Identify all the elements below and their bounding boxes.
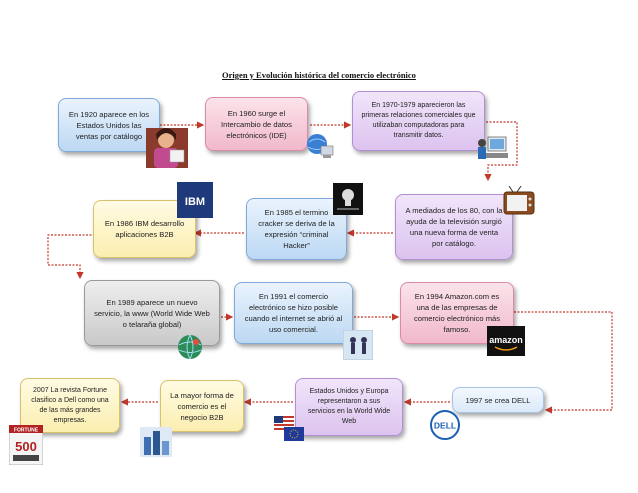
diagram-title: Origen y Evolución histórica del comerci… xyxy=(222,70,416,80)
us-eu-flags-icon xyxy=(274,416,304,441)
arrow-1994-1997 xyxy=(514,311,613,414)
svg-text:amazon: amazon xyxy=(489,335,523,345)
dell-logo-icon: DELL xyxy=(430,410,460,440)
box-1960: En 1960 surge el Intercambio de datos el… xyxy=(205,97,308,151)
television-icon xyxy=(503,186,535,215)
box-1997: 1997 se crea DELL xyxy=(452,387,544,413)
box-b2b: La mayor forma de comercio es el negocio… xyxy=(160,380,244,432)
box-1970: En 1970-1979 aparecieron las primeras re… xyxy=(352,91,485,151)
box-mid-80s: A mediados de los 80, con la ayuda de la… xyxy=(395,194,513,260)
person-computer-icon xyxy=(478,136,508,159)
hacker-icon xyxy=(333,183,363,215)
arrow-1986-1989 xyxy=(47,234,95,280)
box-2007: 2007 La revista Fortune clasifico a Dell… xyxy=(20,378,120,433)
fortune-500-icon: FORTUNE 500 xyxy=(9,425,43,465)
box-1985: En 1985 el termino cracker se deriva de … xyxy=(246,198,347,260)
box-1986: En 1986 IBM desarrollo aplicaciones B2B xyxy=(93,200,196,258)
svg-text:500: 500 xyxy=(15,439,37,454)
svg-text:FORTUNE: FORTUNE xyxy=(14,428,39,434)
www-globe-icon xyxy=(178,334,202,360)
network-computer-icon xyxy=(307,134,334,158)
woman-catalog-icon xyxy=(146,128,188,168)
box-1920: En 1920 aparece en los Estados Unidos la… xyxy=(58,98,160,152)
svg-text:IBM: IBM xyxy=(185,196,205,208)
arrow-1970-80 xyxy=(484,121,518,182)
ibm-logo-icon: IBM xyxy=(177,182,213,218)
internet-commerce-icon xyxy=(343,330,373,360)
amazon-logo-icon: amazon xyxy=(487,326,525,356)
box-1991: En 1991 el comercio electrónico se hizo … xyxy=(234,282,353,344)
b2b-business-icon xyxy=(140,427,172,457)
box-europa: Estados Unidos y Europa representaron a … xyxy=(295,378,403,436)
box-1989: En 1989 aparece un nuevo servicio, la ww… xyxy=(84,280,220,346)
svg-text:DELL: DELL xyxy=(434,421,456,431)
